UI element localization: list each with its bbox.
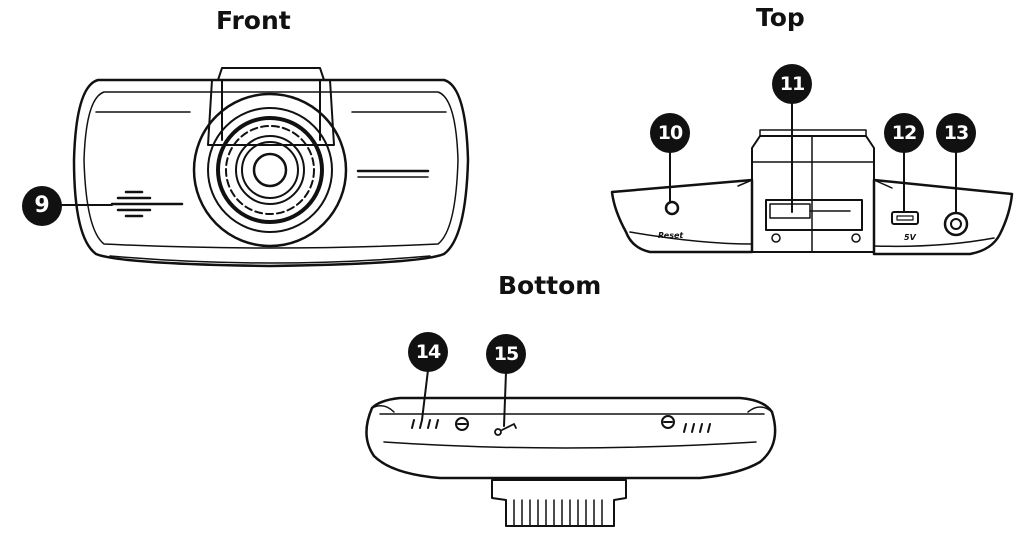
callout-11: 11 — [772, 64, 812, 104]
callout-15: 15 — [486, 334, 526, 374]
bottom-vent-left — [412, 420, 438, 428]
av-out-jack — [945, 213, 967, 235]
top-body — [612, 180, 752, 252]
callout-12: 12 — [884, 113, 924, 153]
front-mount-clip — [218, 68, 324, 80]
bottom-vent-right — [684, 424, 710, 432]
callout-13: 13 — [936, 113, 976, 153]
front-view — [62, 68, 468, 266]
speaker-grille — [112, 192, 182, 216]
power-label: 5V — [904, 233, 917, 242]
callout-9: 9 — [22, 186, 62, 226]
camera-lens — [194, 94, 346, 246]
callout-14: 14 — [408, 332, 448, 372]
bottom-body — [366, 398, 775, 478]
reset-button — [666, 202, 678, 214]
microphone-icon — [495, 424, 516, 435]
bottom-view — [366, 370, 775, 526]
bottom-lens-barrel — [492, 480, 626, 526]
callout-10: 10 — [650, 113, 690, 153]
reset-label: Reset — [658, 231, 684, 240]
usb-port — [892, 212, 918, 224]
